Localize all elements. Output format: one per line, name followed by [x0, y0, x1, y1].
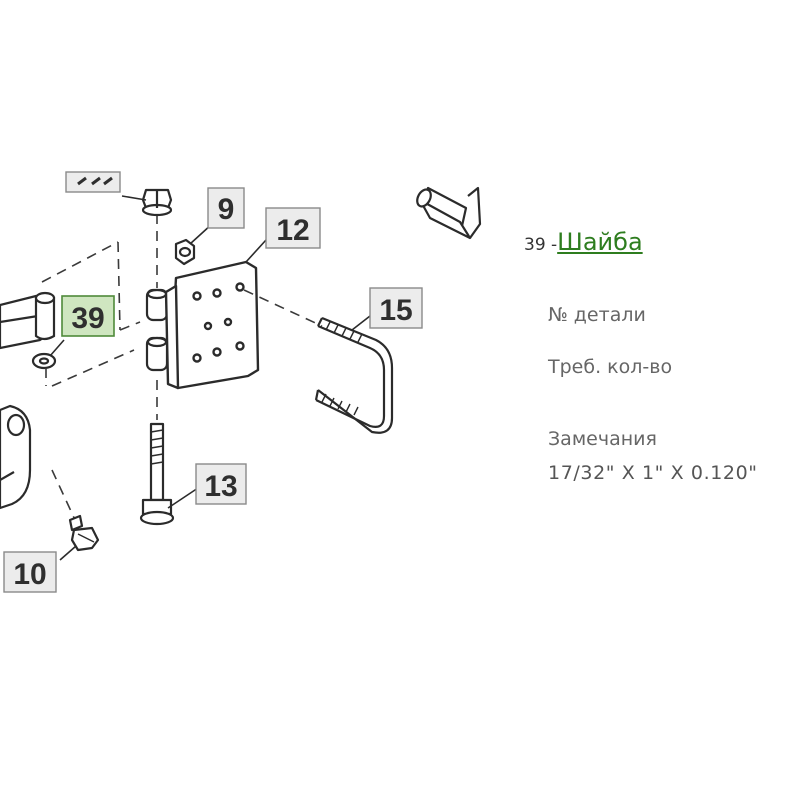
callout-9-label: 9	[218, 193, 235, 226]
tube-part	[416, 186, 482, 240]
hinge-knuckles	[145, 288, 169, 372]
remarks-label: Замечания	[548, 428, 657, 450]
callout-10[interactable]: 10	[3, 551, 57, 593]
qty-label: Треб. кол-во	[548, 356, 673, 378]
part-no-label: № детали	[548, 304, 646, 326]
callout-cropped-top	[65, 171, 121, 193]
callout-9[interactable]: 9	[207, 187, 245, 229]
callout-12[interactable]: 12	[265, 207, 321, 249]
remarks-value: 17/32" X 1" X 0.120"	[548, 462, 758, 484]
callout-15[interactable]: 15	[369, 287, 423, 329]
callout-15-label: 15	[379, 294, 412, 327]
nut-part-9	[174, 238, 196, 266]
flange-nut-top	[141, 188, 173, 217]
washer-part-39	[31, 352, 57, 370]
part-heading: 39 -Шайба	[524, 228, 643, 256]
assembly-dash-lines	[41, 241, 141, 523]
callout-10-label: 10	[13, 558, 46, 591]
part-number: 39 -	[524, 235, 558, 255]
callout-13[interactable]: 13	[195, 463, 247, 505]
callout-12-label: 12	[276, 214, 309, 247]
hinge-plate-part-12	[164, 260, 260, 390]
part-name-link[interactable]: Шайба	[557, 228, 643, 256]
bolt-part-10	[68, 514, 100, 552]
spacer-sleeve	[34, 291, 56, 341]
u-bolt-part-15	[314, 316, 394, 434]
callout-39-label: 39	[71, 302, 104, 335]
bolt-part-13	[139, 422, 175, 526]
plate-to-ubolt-dash	[243, 289, 323, 327]
callout-13-label: 13	[204, 470, 237, 503]
callout-39-highlighted[interactable]: 39	[61, 295, 115, 337]
clamp-part	[0, 404, 32, 510]
